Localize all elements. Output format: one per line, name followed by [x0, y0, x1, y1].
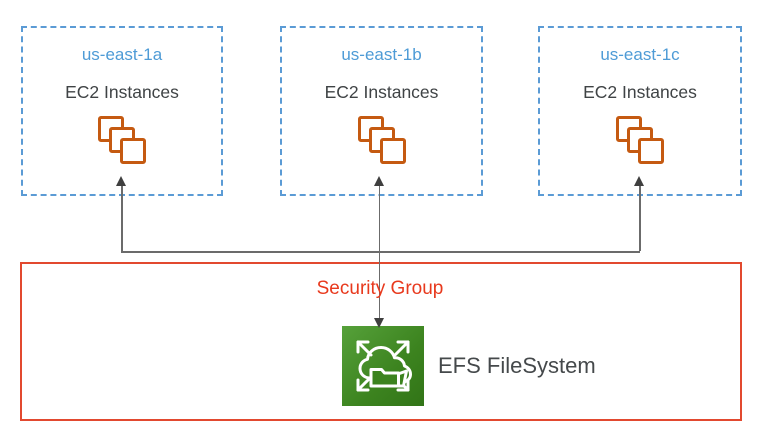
az-box-us-east-1a: us-east-1a EC2 Instances	[21, 26, 223, 196]
ec2-instances-icon	[98, 116, 146, 164]
ec2-instances-icon	[616, 116, 664, 164]
security-group-label: Security Group	[316, 278, 444, 299]
connector-horizontal-line	[121, 251, 640, 253]
arrow-down-efs-icon	[373, 318, 384, 328]
ec2-instances-label: EC2 Instances	[583, 82, 697, 102]
az-name: us-east-1a	[81, 45, 163, 64]
az-box-us-east-1c: us-east-1c EC2 Instances	[538, 26, 742, 196]
arrow-up-us-east-1a-icon	[116, 176, 127, 186]
ec2-square-front-icon	[120, 138, 146, 164]
connector-us-east-1c-line	[639, 186, 641, 251]
connector-us-east-1b-efs-line	[378, 185, 380, 326]
az-name: us-east-1c	[600, 45, 680, 64]
arrow-up-us-east-1c-icon	[634, 176, 645, 186]
arrow-up-us-east-1b-icon	[373, 176, 384, 186]
az-box-us-east-1b: us-east-1b EC2 Instances	[280, 26, 483, 196]
az-name: us-east-1b	[341, 45, 422, 64]
ec2-instances-icon	[357, 116, 406, 164]
ec2-square-front-icon	[379, 138, 406, 164]
ec2-instances-label: EC2 Instances	[65, 82, 179, 102]
efs-icon	[342, 326, 424, 406]
efs-icon-glyph	[356, 340, 412, 392]
connector-us-east-1a-line	[121, 185, 123, 251]
ec2-square-front-icon	[638, 138, 664, 164]
ec2-instances-label: EC2 Instances	[324, 82, 439, 102]
efs-label: EFS FileSystem	[438, 353, 596, 378]
